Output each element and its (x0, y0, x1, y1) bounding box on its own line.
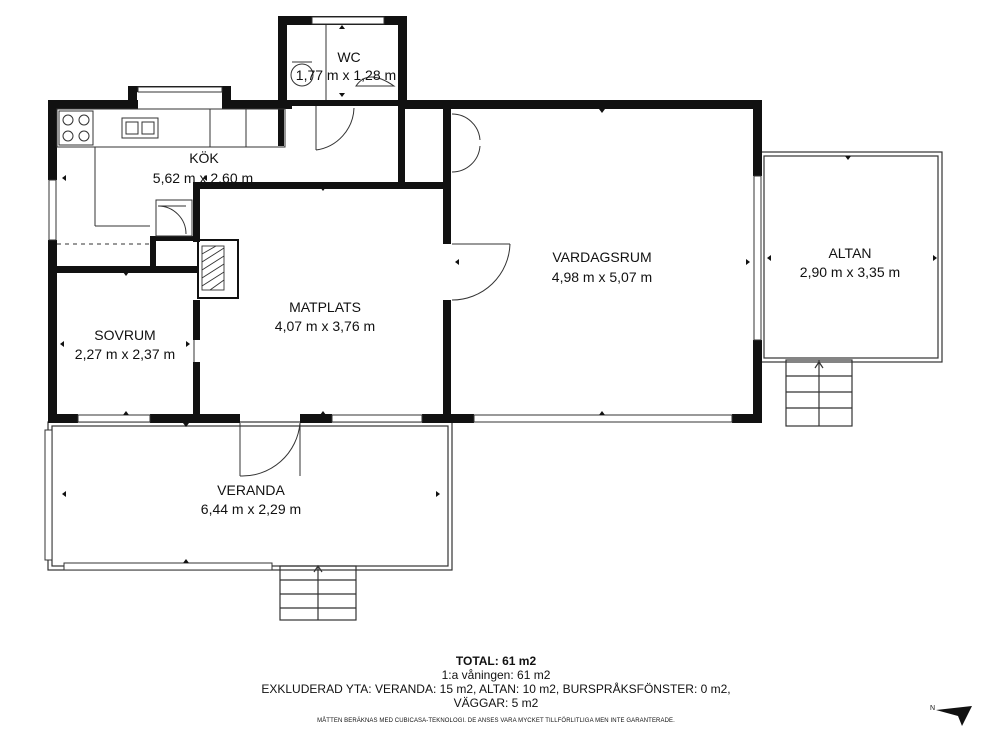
wc-size: 1,77 m x 1,28 m (296, 67, 396, 83)
veranda-size: 6,44 m x 2,29 m (201, 501, 301, 517)
washbasin-icon (325, 25, 396, 100)
veranda-label: VERANDA (217, 482, 285, 498)
wall-markers (60, 25, 937, 563)
vardagsrum-size: 4,98 m x 5,07 m (552, 269, 652, 285)
total-area: TOTAL: 61 m2 (455, 654, 537, 668)
wc-label: WC (337, 49, 360, 65)
floor-area: 1:a våningen: 61 m2 (441, 668, 551, 682)
kitchen-counter (56, 108, 286, 245)
stove-icon (58, 110, 94, 146)
north-arrow-icon: N (930, 705, 972, 726)
windows (44, 16, 762, 571)
veranda-stairs (279, 564, 357, 621)
sovrum-label: SOVRUM (94, 327, 155, 343)
kok-size: 5,62 m x 2,60 m (153, 170, 253, 186)
vardagsrum-label: VARDAGSRUM (552, 249, 651, 265)
disclaimer: MÅTTEN BERÄKNAS MED CUBICASA-TEKNOLOGI. … (317, 718, 675, 724)
fireplace-icon (201, 245, 225, 291)
matplats-size: 4,07 m x 3,76 m (275, 318, 375, 334)
doors (157, 106, 511, 477)
kok-label: KÖK (189, 149, 219, 166)
altan-size: 2,90 m x 3,35 m (800, 264, 900, 280)
altan-label: ALTAN (828, 245, 871, 261)
walls (48, 16, 762, 423)
altan-stairs (785, 359, 853, 427)
matplats-label: MATPLATS (289, 299, 361, 315)
north-label: N (930, 705, 935, 712)
sink-icon (121, 117, 159, 139)
excluded-area: EXKLUDERAD YTA: VERANDA: 15 m2, ALTAN: 1… (261, 682, 731, 696)
toilet-icon (290, 61, 314, 87)
walls-area: VÄGGAR: 5 m2 (453, 696, 539, 710)
fridge-icon (155, 199, 193, 237)
sovrum-size: 2,27 m x 2,37 m (75, 346, 175, 362)
